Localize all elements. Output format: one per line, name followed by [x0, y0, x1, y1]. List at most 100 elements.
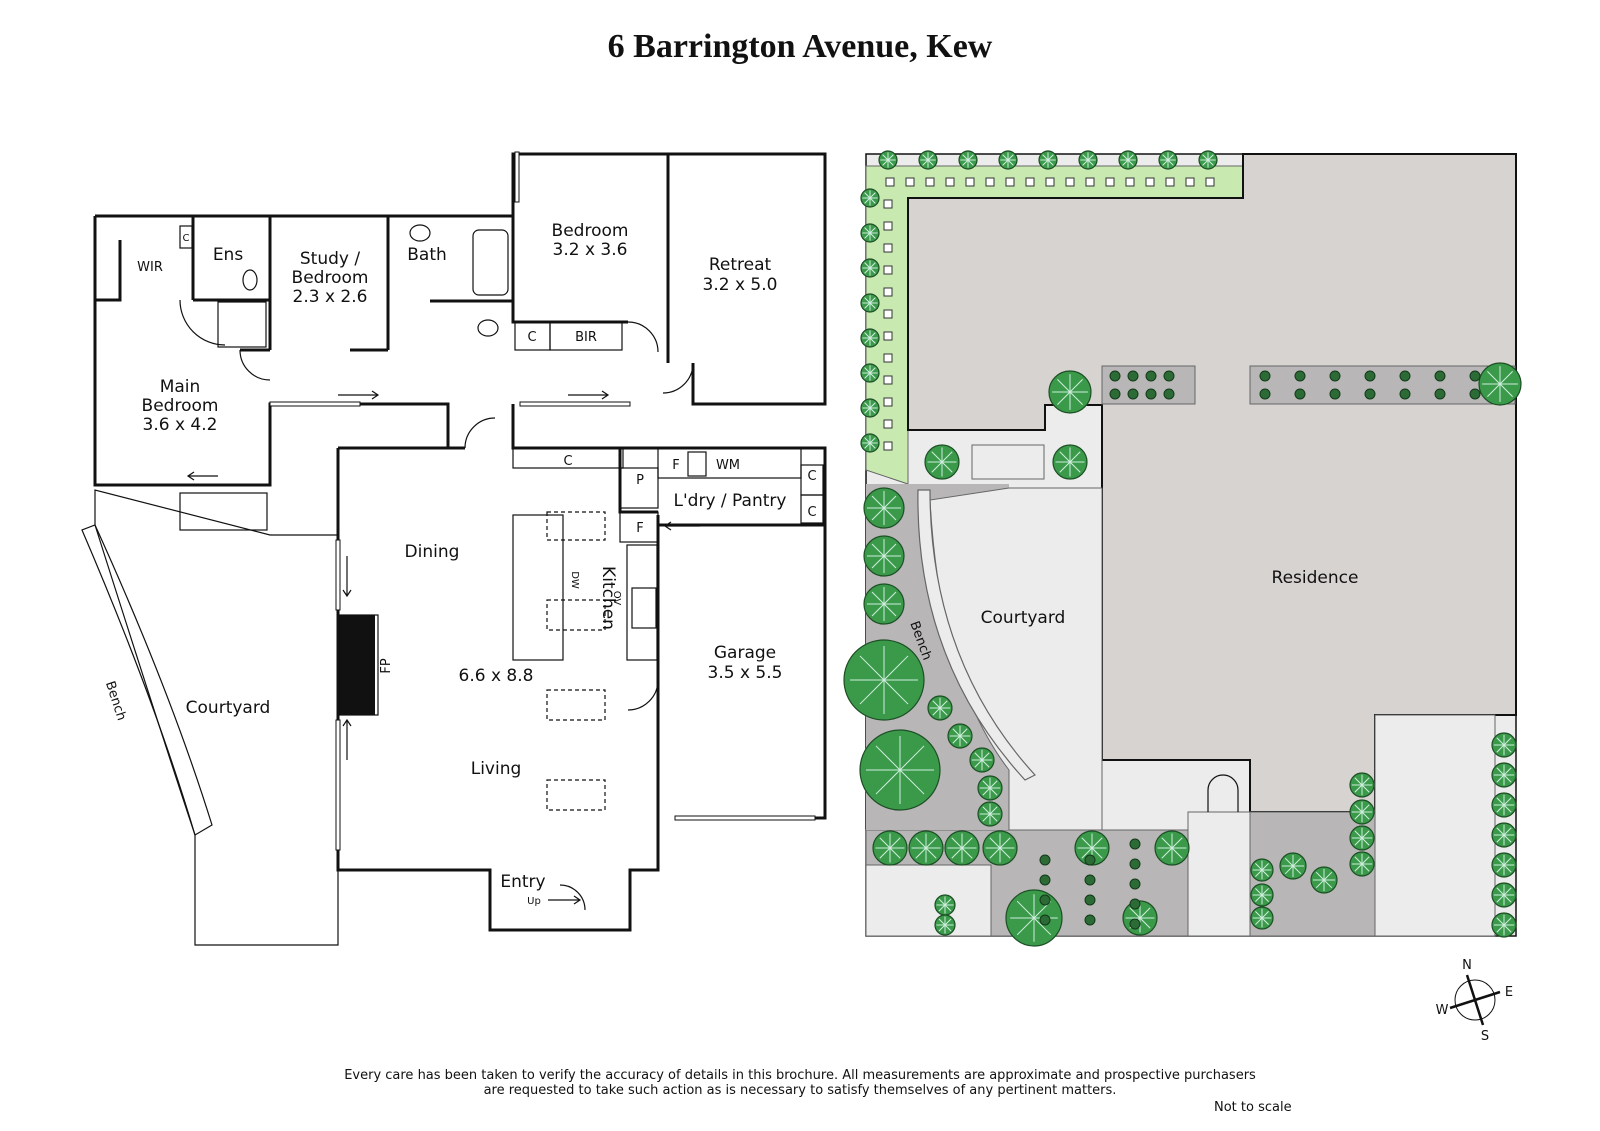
label-retreat: Retreat — [709, 255, 772, 275]
shrub — [1039, 914, 1051, 926]
door — [627, 679, 659, 711]
window — [674, 815, 816, 821]
shrub — [1109, 388, 1121, 400]
disclaimer: Every care has been taken to verify the … — [240, 1068, 1360, 1098]
ensuite-cupboard — [179, 225, 193, 249]
slide-arrow — [186, 471, 218, 481]
tree — [859, 729, 941, 811]
window — [269, 401, 361, 407]
compass-w: W — [1436, 1003, 1449, 1018]
label-bedroom-dim: 3.2 x 3.6 — [553, 240, 628, 260]
hedge-plant — [925, 177, 935, 187]
tree — [1491, 822, 1517, 848]
tree — [860, 398, 880, 418]
tree — [1250, 883, 1274, 907]
hedge-plant — [883, 309, 893, 319]
compass: N E S W — [1436, 958, 1514, 1044]
shrub — [1364, 370, 1376, 382]
fireplace — [340, 615, 375, 715]
label-study-dim: 2.3 x 2.6 — [293, 287, 368, 307]
disclaimer-line-1: Every care has been taken to verify the … — [344, 1068, 1256, 1083]
hedge-plant — [1205, 177, 1215, 187]
hedge-plant — [1045, 177, 1055, 187]
hedge-plant — [883, 331, 893, 341]
bench-outline — [81, 524, 213, 836]
hedge-plant — [905, 177, 915, 187]
shrub — [1109, 370, 1121, 382]
site-label-residence: Residence — [1272, 568, 1359, 588]
tree — [1154, 830, 1190, 866]
tree — [1349, 825, 1375, 851]
living-walls — [336, 448, 660, 932]
tree — [969, 747, 995, 773]
kitchen-bench — [626, 544, 658, 661]
label-up: Up — [527, 896, 541, 907]
main-bedroom-walls — [93, 216, 450, 487]
compass-e: E — [1505, 985, 1513, 1000]
oven — [631, 587, 657, 629]
pendant-light — [546, 779, 606, 811]
gravel-bed — [1249, 365, 1516, 405]
tree — [863, 487, 905, 529]
tree — [958, 150, 978, 170]
label-courtyard: Courtyard — [186, 698, 271, 718]
label-main-dim: 3.6 x 4.2 — [143, 415, 218, 435]
hedge-plant — [1125, 177, 1135, 187]
tree — [1478, 362, 1522, 406]
hall-cupboard — [512, 447, 624, 469]
shrub — [1294, 370, 1306, 382]
hedge-plant — [1065, 177, 1075, 187]
tree — [1310, 866, 1338, 894]
label-study-2: Bedroom — [292, 268, 369, 288]
label-garage-dim: 3.5 x 5.5 — [708, 663, 783, 683]
hedge-plant — [1165, 177, 1175, 187]
label-c-ldry-1: C — [807, 469, 816, 484]
shrub — [1084, 874, 1096, 886]
shrub — [1399, 388, 1411, 400]
shower — [217, 301, 267, 348]
shrub — [1084, 854, 1096, 866]
shrub — [1329, 370, 1341, 382]
site-door — [1207, 774, 1239, 812]
tree — [863, 583, 905, 625]
pantry — [619, 467, 659, 509]
label-c-hall: C — [563, 454, 572, 469]
hedge-plant — [965, 177, 975, 187]
kitchen-island — [512, 514, 564, 661]
shrub — [1469, 370, 1481, 382]
shrub — [1163, 388, 1175, 400]
tree — [1491, 762, 1517, 788]
shrub — [1163, 370, 1175, 382]
bir-robe — [549, 321, 623, 351]
tree — [947, 723, 973, 749]
ens-walls — [191, 216, 270, 302]
tree — [860, 188, 880, 208]
label-garage: Garage — [714, 643, 776, 663]
shrub — [1129, 898, 1141, 910]
label-living: Living — [471, 759, 522, 779]
tree — [1052, 444, 1088, 480]
label-entry: Entry — [500, 872, 545, 892]
tree — [1198, 150, 1218, 170]
shrub — [1129, 858, 1141, 870]
tree — [1158, 150, 1178, 170]
floor-plan: WIR Ens C Study / Bedroom 2.3 x 2.6 Bath… — [81, 151, 827, 946]
hedge-plant — [883, 287, 893, 297]
shrub — [1127, 388, 1139, 400]
tree — [860, 363, 880, 383]
shrub — [1039, 874, 1051, 886]
laundry-cupboard — [800, 494, 824, 524]
compass-ring — [1454, 979, 1496, 1021]
paving — [1374, 714, 1496, 937]
shrub — [1145, 370, 1157, 382]
label-wir: WIR — [137, 260, 163, 275]
slide-arrow — [338, 390, 380, 400]
pendant-light — [546, 511, 606, 541]
label-c-bed: C — [527, 330, 536, 345]
hedge-plant — [1105, 177, 1115, 187]
bath-tub — [472, 229, 509, 296]
pendant-light — [546, 599, 606, 631]
shrub — [1329, 388, 1341, 400]
label-living-dim: 6.6 x 8.8 — [459, 666, 534, 686]
label-wm: WM — [716, 458, 740, 473]
